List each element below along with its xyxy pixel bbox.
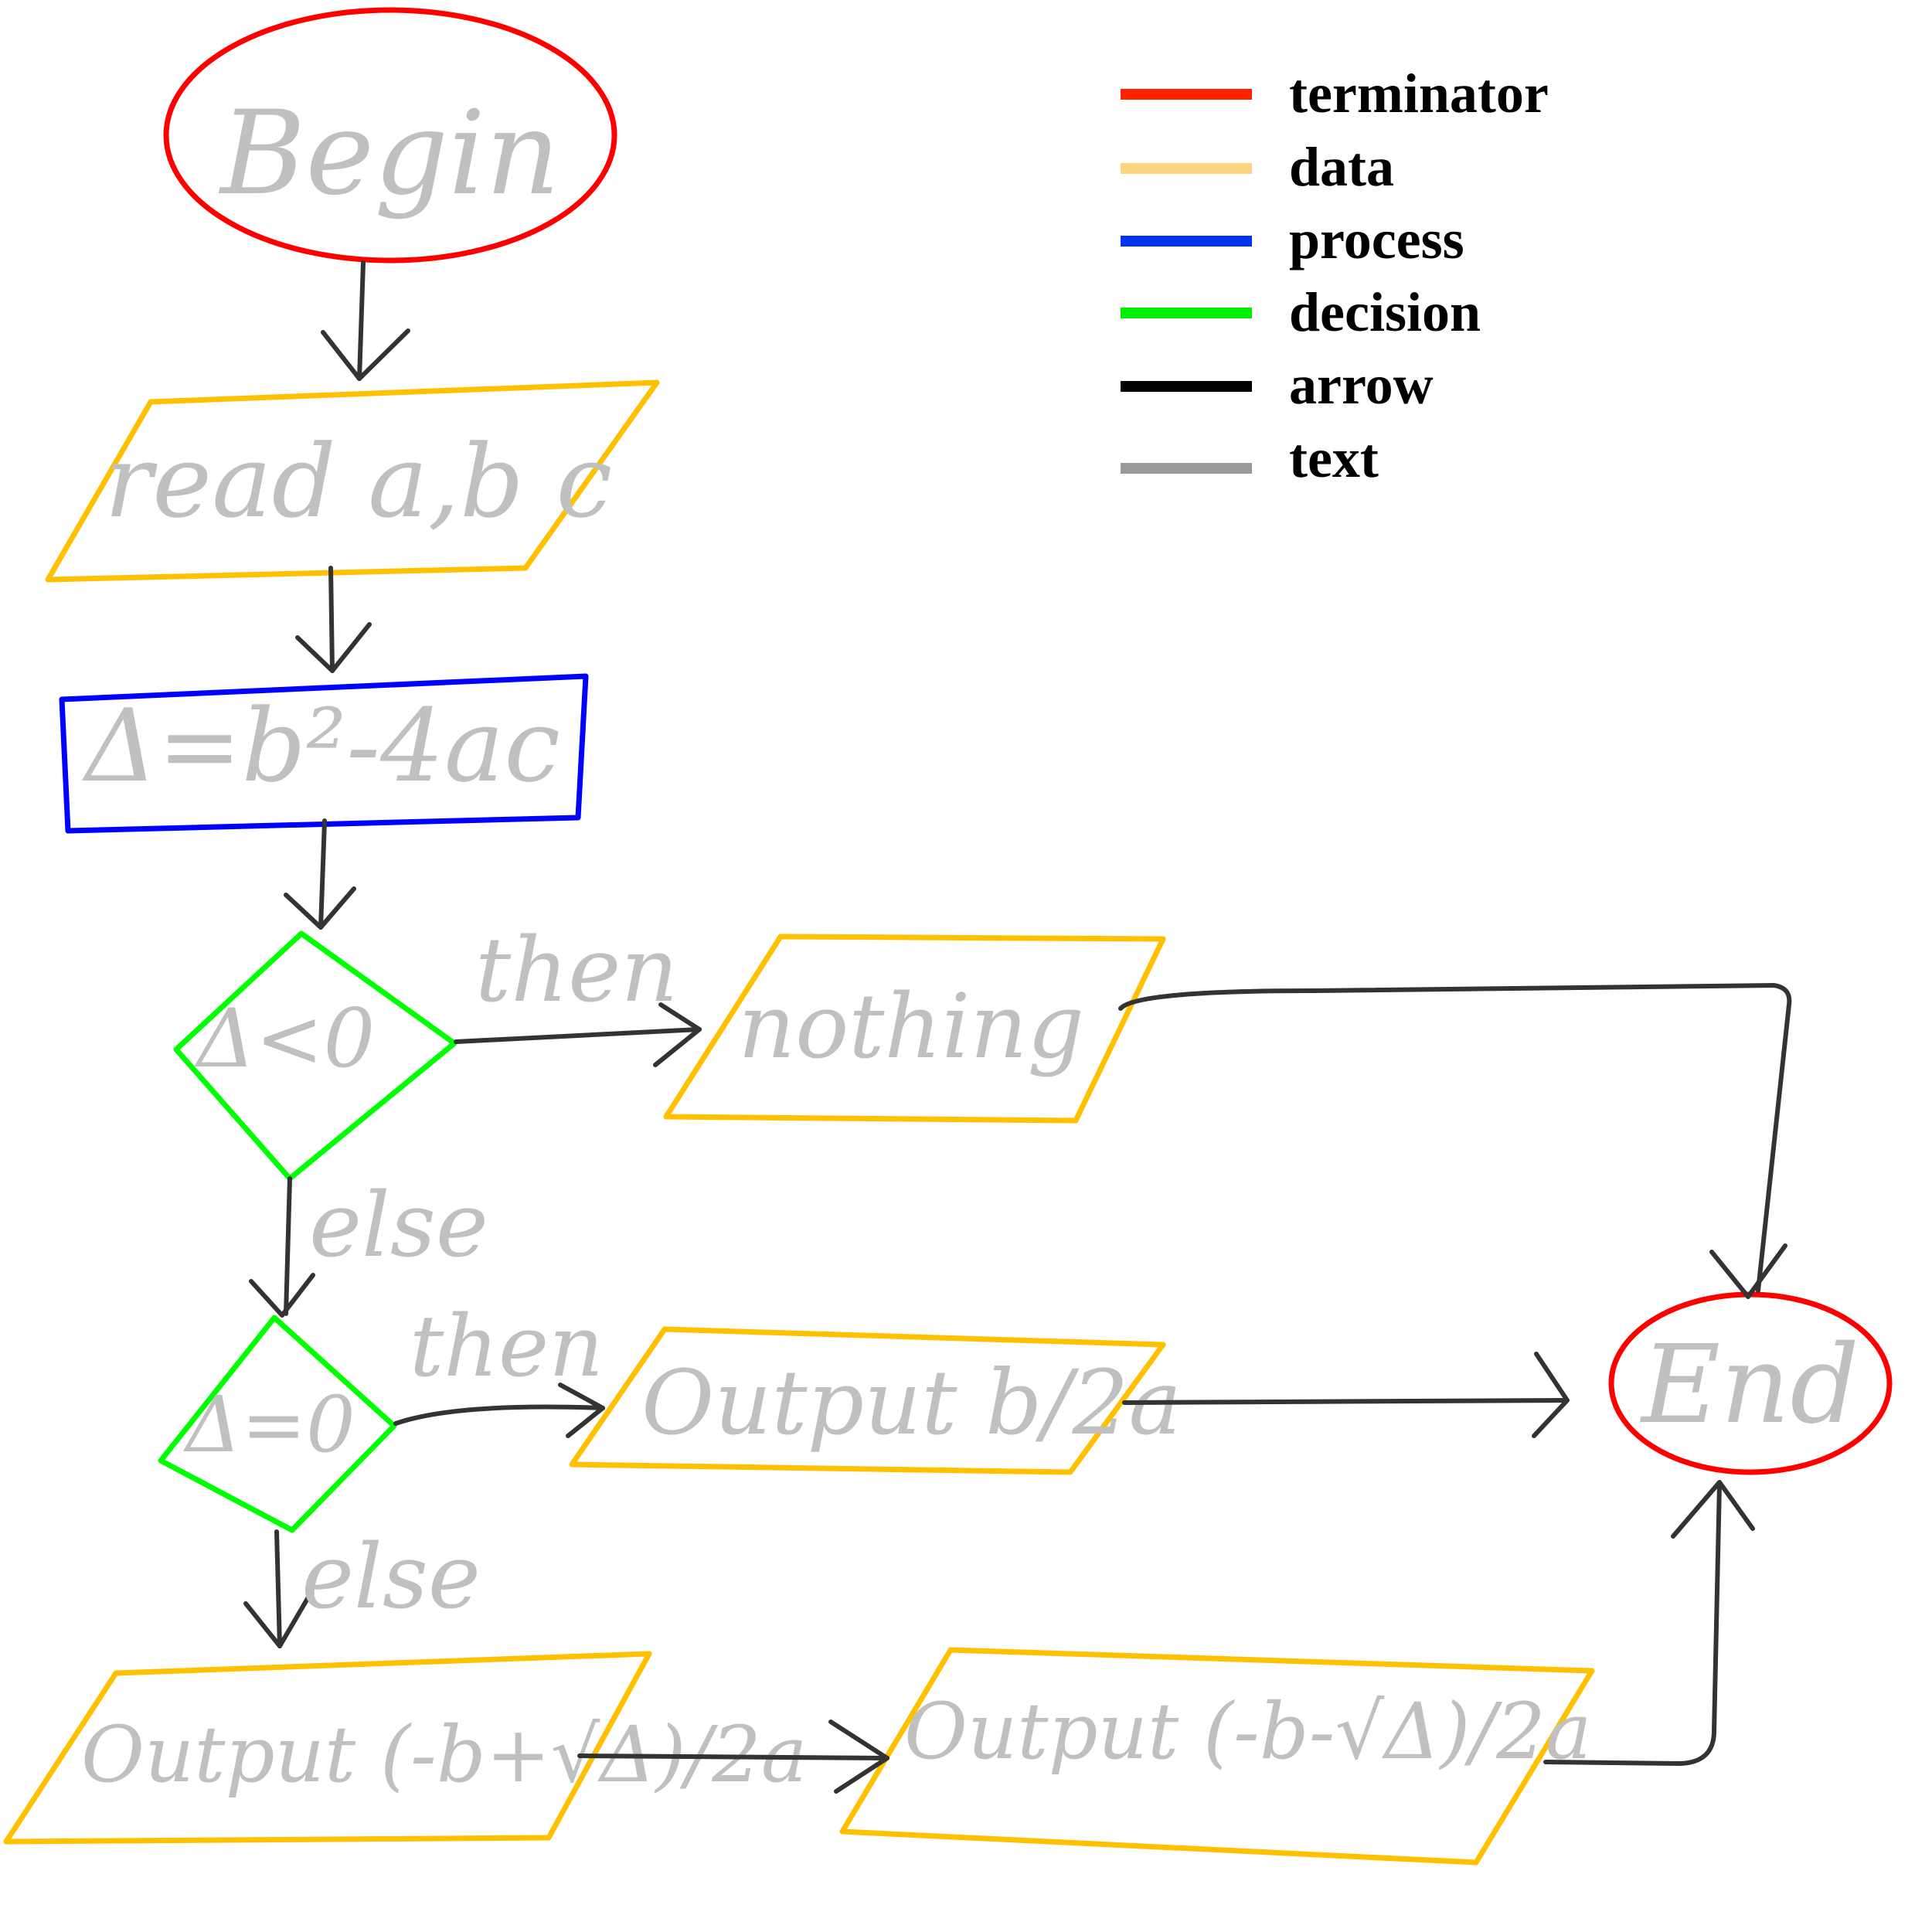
arrow-begin-to-read — [357, 260, 366, 381]
legend-label-process: process — [1289, 209, 1464, 270]
arrow-output-plus-to-output-minus-head — [828, 1719, 889, 1794]
edge-label-else-1: else — [309, 1174, 488, 1277]
legend-item-data: data — [1121, 136, 1394, 198]
arrow-decision2-to-output-single — [393, 1404, 605, 1426]
legend-item-terminator: terminator — [1121, 63, 1549, 124]
read-text: read a,b c — [104, 423, 612, 540]
legend-item-process: process — [1121, 209, 1464, 270]
legend-item-decision: decision — [1121, 281, 1481, 343]
compute-discriminant-node: Δ=b²-4ac — [59, 673, 589, 834]
arrow-nothing-to-end-head — [1709, 1243, 1787, 1299]
arrow-decision2-to-output-plus-head — [243, 1594, 311, 1648]
arrow-compute-to-decision1 — [318, 818, 327, 930]
compute-text: Δ=b²-4ac — [81, 687, 560, 804]
edge-label-then-2: then — [410, 1297, 604, 1396]
begin-text: Begin — [218, 87, 560, 221]
end-node: End — [1608, 1291, 1893, 1475]
output-single-data-shape — [569, 1326, 1166, 1475]
arrow-decision1-to-nothing-head — [653, 1002, 702, 1067]
legend-label-data: data — [1289, 136, 1394, 198]
arrows — [243, 260, 1792, 1794]
arrow-compute-to-decision1-head — [284, 886, 356, 930]
legend-label-arrow: arrow — [1289, 354, 1434, 416]
begin-node: Begin — [163, 7, 617, 264]
decision-negative-text: Δ<0 — [194, 992, 376, 1086]
arrow-decision1-to-nothing — [454, 1027, 702, 1044]
output-minus-text: Output (-b-√Δ)/2a — [904, 1686, 1591, 1777]
legend: terminator data process decision arrow t… — [1121, 63, 1549, 489]
legend-item-text: text — [1121, 427, 1379, 489]
legend-label-terminator: terminator — [1289, 63, 1549, 124]
decision-zero-node: Δ=0 — [158, 1315, 397, 1533]
arrow-decision1-to-decision2-head — [249, 1273, 315, 1318]
edge-label-then-1: then — [475, 919, 678, 1022]
compute-process-shape — [59, 673, 589, 834]
arrow-read-to-compute — [328, 566, 335, 673]
output-minus-data-shape — [839, 1647, 1595, 1866]
legend-label-text: text — [1289, 427, 1379, 489]
arrow-output-single-to-end-head — [1532, 1352, 1570, 1438]
nothing-data-shape — [663, 934, 1166, 1124]
arrow-output-single-to-end — [1122, 1398, 1570, 1405]
arrow-output-plus-to-output-minus — [577, 1753, 889, 1760]
output-minus-root-node: Output (-b-√Δ)/2a — [839, 1647, 1595, 1866]
edge-label-else-2: else — [301, 1526, 481, 1629]
begin-terminator-shape — [163, 7, 617, 264]
decision-negative-node: Δ<0 — [173, 930, 457, 1182]
legend-label-decision: decision — [1289, 281, 1481, 343]
arrow-read-to-compute-head — [295, 622, 372, 673]
arrow-decision1-to-decision2 — [284, 1176, 292, 1316]
read-data-shape — [45, 379, 660, 583]
arrow-begin-to-read-head — [321, 328, 410, 381]
output-plus-root-node: Output (-b+√Δ)/2a — [3, 1651, 807, 1845]
output-single-root-node: Output b/2a — [569, 1326, 1182, 1475]
output-single-text: Output b/2a — [641, 1352, 1182, 1455]
decision-zero-text: Δ=0 — [182, 1379, 355, 1470]
edge-labels: then else then else — [301, 919, 678, 1629]
nothing-text: nothing — [738, 975, 1084, 1079]
nothing-node: nothing — [663, 934, 1166, 1124]
decision-zero-shape — [158, 1315, 397, 1533]
arrow-nothing-to-end — [1118, 983, 1792, 1293]
output-plus-data-shape — [3, 1651, 652, 1845]
read-input-node: read a,b c — [45, 379, 660, 583]
arrow-decision2-to-output-plus — [274, 1529, 282, 1648]
arrow-output-minus-to-end — [1543, 1481, 1722, 1766]
legend-item-arrow: arrow — [1121, 354, 1434, 416]
end-text: End — [1639, 1322, 1859, 1448]
arrow-decision2-to-output-single-head — [558, 1383, 605, 1438]
arrow-output-minus-to-end-head — [1671, 1480, 1755, 1539]
